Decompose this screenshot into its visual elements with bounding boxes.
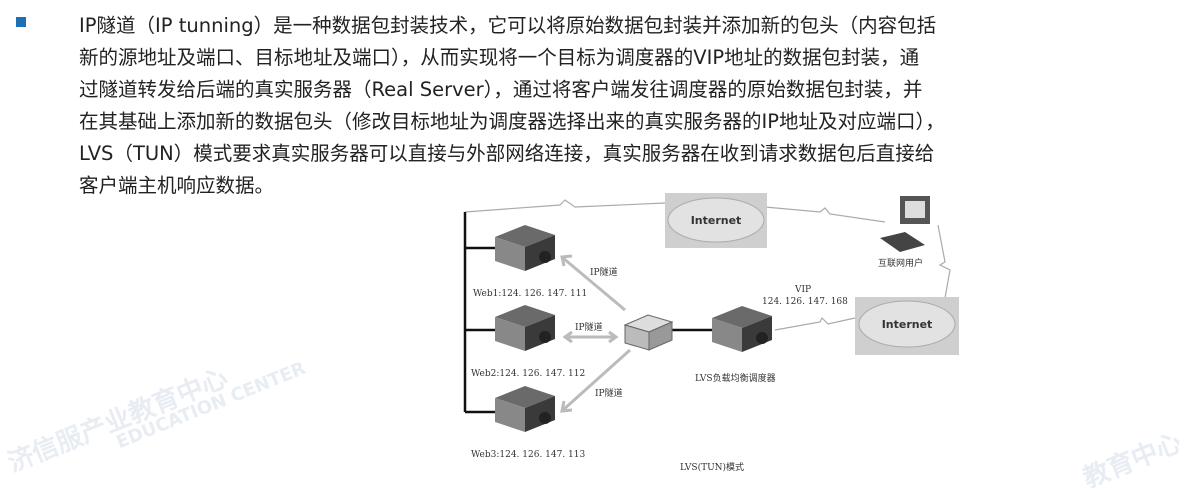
lvs-tun-diagram: Internet Internet 互联网用户 IP隧道 IP隧道 IP隧道 W…	[463, 193, 959, 473]
connection-lines	[464, 199, 951, 331]
svg-text:Internet: Internet	[882, 318, 933, 331]
tunnel-label: IP隧道	[590, 266, 618, 278]
diagram-caption: LVS(TUN)模式	[680, 461, 744, 473]
web-label: Web3:124. 126. 147. 113	[471, 450, 586, 460]
paragraph-line: 在其基础上添加新的数据包头（修改目标地址为调度器选择出来的真实服务器的IP地址及…	[79, 110, 945, 133]
paragraph-line: 新的源地址及端口、目标地址及端口），从而实现将一个目标为调度器的VIP地址的数据…	[79, 46, 920, 69]
switch-icon	[623, 314, 674, 351]
internet-cloud-right: Internet	[855, 297, 959, 355]
computer-icon	[880, 196, 930, 252]
web2-server-icon	[495, 305, 555, 351]
tunnel-label: IP隧道	[595, 387, 623, 399]
description-paragraph: IP隧道（IP tunning）是一种数据包封装技术，它可以将原始数据包封装并添…	[79, 10, 1169, 202]
internet-cloud-top: Internet	[665, 193, 767, 248]
lvs-label: LVS负载均衡调度器	[695, 372, 776, 384]
web1-server-icon	[495, 225, 555, 271]
paragraph-line: LVS（TUN）模式要求真实服务器可以直接与外部网络连接，真实服务器在收到请求数…	[79, 142, 935, 165]
web-label: Web1:124. 126. 147. 111	[473, 289, 587, 299]
svg-text:Internet: Internet	[691, 214, 742, 227]
paragraph-line: 客户端主机响应数据。	[79, 174, 275, 197]
lvs-server-icon	[712, 306, 772, 352]
vip-label: VIP	[794, 285, 811, 295]
paragraph-line: 过隧道转发给后端的真实服务器（Real Server），通过将客户端发往调度器的…	[79, 78, 923, 101]
square-bullet-icon	[16, 17, 26, 27]
user-label: 互联网用户	[878, 257, 923, 269]
backbone-lines	[463, 212, 712, 414]
tunnel-label: IP隧道	[575, 321, 603, 333]
vip-ip: 124. 126. 147. 168	[762, 297, 848, 307]
web3-server-icon	[495, 386, 555, 432]
web-label: Web2:124. 126. 147. 112	[471, 369, 585, 379]
tunnel-arrows	[560, 254, 632, 413]
paragraph-line: IP隧道（IP tunning）是一种数据包封装技术，它可以将原始数据包封装并添…	[79, 14, 937, 37]
